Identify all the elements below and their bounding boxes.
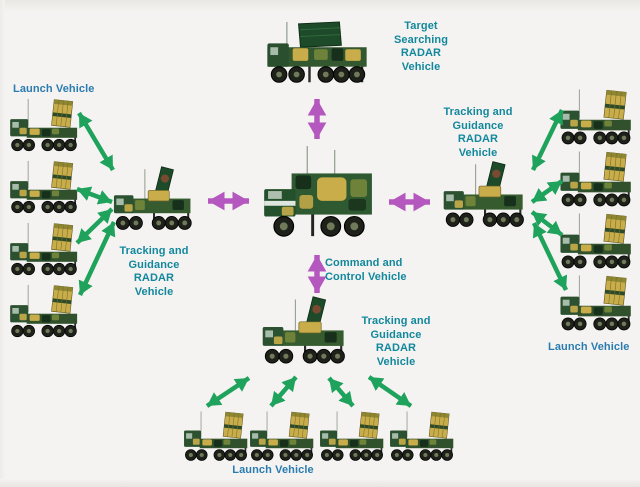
data-link-arrow [531,222,569,291]
target-searching-radar-vehicle-illustration [266,21,368,83]
launch-vehicle-right-1-illustration [559,89,632,145]
launch-vehicle-bottom-3-illustration [319,410,384,461]
launch-vehicle-bottom-1-illustration [183,410,248,461]
launch-vehicle-right-2-illustration [559,151,632,207]
tracking-radar-vehicle-right-illustration [443,161,525,227]
data-link-arrow [367,375,413,408]
data-link-arrow [77,221,117,296]
launch-vehicle-right-3-illustration [559,213,632,269]
launch-vehicle-bottom-2-illustration [249,410,314,461]
scan-artifact-bottom [0,479,640,487]
scan-artifact-left [0,0,5,487]
label-launch-vehicle-right: Launch Vehicle [548,341,630,353]
scan-artifact-top [0,0,640,12]
label-tracking-radar-right: Tracking and Guidance RADAR Vehicle [443,106,513,159]
command-control-vehicle-illustration [263,146,373,237]
launch-vehicle-left-4-illustration [9,284,78,338]
data-link-arrow [205,376,251,408]
label-target-searching-radar: Target Searching RADAR Vehicle [393,20,449,73]
data-link-arrow [76,186,113,205]
launch-vehicle-left-1-illustration [9,98,78,152]
label-launch-vehicle-left: Launch Vehicle [13,83,95,95]
data-link-arrow [77,111,115,172]
data-link-arrow [530,109,565,171]
launch-vehicle-left-3-illustration [9,222,78,276]
label-command-control: Command and Control Vehicle [325,257,407,283]
tracking-radar-vehicle-bottom-illustration [262,296,346,364]
launch-vehicle-right-4-illustration [559,275,632,331]
data-link-arrow [269,375,298,408]
arrow-layer [75,99,569,408]
label-tracking-radar-bottom: Tracking and Guidance RADAR Vehicle [361,315,431,368]
data-link-arrow [327,376,355,408]
launch-vehicle-bottom-4-illustration [389,410,454,461]
label-launch-vehicle-bottom: Launch Vehicle [232,464,314,476]
data-link-arrow [530,179,564,204]
label-tracking-radar-left: Tracking and Guidance RADAR Vehicle [119,245,189,298]
tracking-radar-vehicle-left-illustration [113,166,192,231]
launch-vehicle-left-2-illustration [9,160,78,214]
